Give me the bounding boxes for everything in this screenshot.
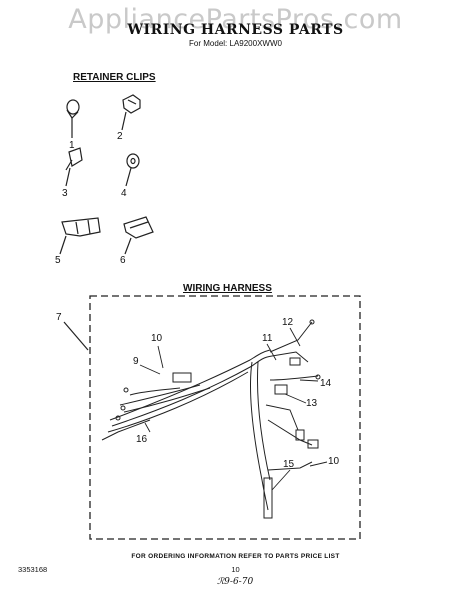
callout-13: 13 xyxy=(306,398,318,409)
callout-5: 5 xyxy=(55,255,61,266)
callout-6: 6 xyxy=(120,255,126,266)
document-code: 3353168 xyxy=(18,565,48,574)
retainer-clip-1 xyxy=(66,99,80,138)
callout-7: 7 xyxy=(56,312,62,323)
retainer-clip-6 xyxy=(123,216,154,255)
callout-4: 4 xyxy=(121,188,127,199)
callout-1: 1 xyxy=(69,140,75,151)
callout-3: 3 xyxy=(62,188,68,199)
callout-11: 11 xyxy=(262,333,273,344)
callout-16: 16 xyxy=(136,434,148,445)
callout-15: 15 xyxy=(283,459,295,470)
harness-connectors xyxy=(115,319,321,519)
callout-10b: 10 xyxy=(328,456,340,467)
handwritten-date: ℛ9-6-70 xyxy=(217,577,254,587)
watermark: AppliancePartsPros.com xyxy=(68,4,403,35)
page-number: 10 xyxy=(231,565,240,574)
callout-2: 2 xyxy=(117,131,123,142)
retainer-clip-3 xyxy=(65,147,83,187)
ordering-note: FOR ORDERING INFORMATION REFER TO PARTS … xyxy=(131,553,340,560)
retainer-clips-heading: RETAINER CLIPS xyxy=(73,72,156,83)
callout-7-leader xyxy=(63,321,89,351)
wiring-harness-assembly xyxy=(101,321,319,511)
retainer-clip-4 xyxy=(125,153,140,187)
callout-14: 14 xyxy=(320,378,332,389)
retainer-clip-5 xyxy=(59,217,101,255)
model-line: For Model: LA9200XWW0 xyxy=(189,39,282,48)
callout-leaders xyxy=(139,327,328,491)
callout-9: 9 xyxy=(133,356,139,367)
wiring-harness-heading: WIRING HARNESS xyxy=(183,283,272,294)
page-title: WIRING HARNESS PARTS xyxy=(127,22,344,38)
callout-10a: 10 xyxy=(151,333,163,344)
wiring-harness-frame xyxy=(89,295,361,540)
retainer-clip-2 xyxy=(121,94,141,131)
callout-12: 12 xyxy=(282,317,294,328)
